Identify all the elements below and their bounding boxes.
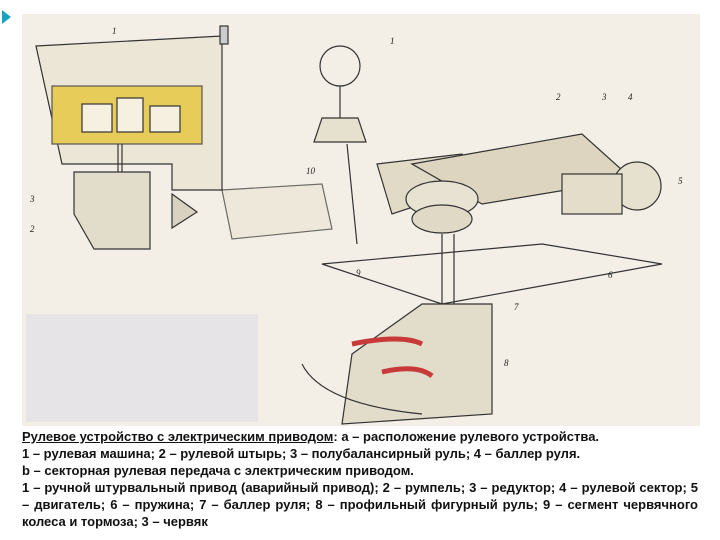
faded-inset-caption: [26, 314, 258, 422]
label-b-6: 6: [608, 270, 613, 280]
technical-drawing: 1 3 2 1 2 3 4 5 10 9 6 7 8: [26, 25, 683, 425]
label-b-5: 5: [678, 176, 683, 186]
caption-title: Рулевое устройство с электрическим приво…: [22, 429, 334, 444]
sector-steering-gear-drawing: [301, 45, 663, 425]
label-b-4: 4: [628, 92, 633, 102]
label-a-3: 3: [29, 194, 35, 204]
figure-caption: Рулевое устройство с электрическим приво…: [22, 428, 698, 530]
caption-line-1-rest: : а – расположение рулевого устройства.: [333, 429, 600, 444]
label-b-10: 10: [306, 166, 316, 176]
label-a-2: 2: [30, 224, 35, 234]
label-a-1: 1: [112, 26, 117, 36]
label-b-1: 1: [390, 36, 395, 46]
label-b-8: 8: [504, 358, 509, 368]
caption-line-1: Рулевое устройство с электрическим приво…: [22, 428, 698, 445]
label-b-2: 2: [556, 92, 561, 102]
slide-bullet-icon: [2, 10, 11, 24]
caption-line-2: 1 – рулевая машина; 2 – рулевой штырь; 3…: [22, 446, 581, 461]
label-b-7: 7: [514, 302, 519, 312]
ship-stern-drawing: [35, 25, 333, 250]
label-b-3: 3: [601, 92, 607, 102]
steering-gear-illustration: 1 3 2 1 2 3 4 5 10 9 6 7 8: [22, 14, 700, 426]
caption-line-3: b – секторная рулевая передача с электри…: [22, 463, 414, 478]
caption-line-4: 1 – ручной штурвальный привод (аварийный…: [22, 480, 698, 529]
label-b-9: 9: [356, 268, 361, 278]
